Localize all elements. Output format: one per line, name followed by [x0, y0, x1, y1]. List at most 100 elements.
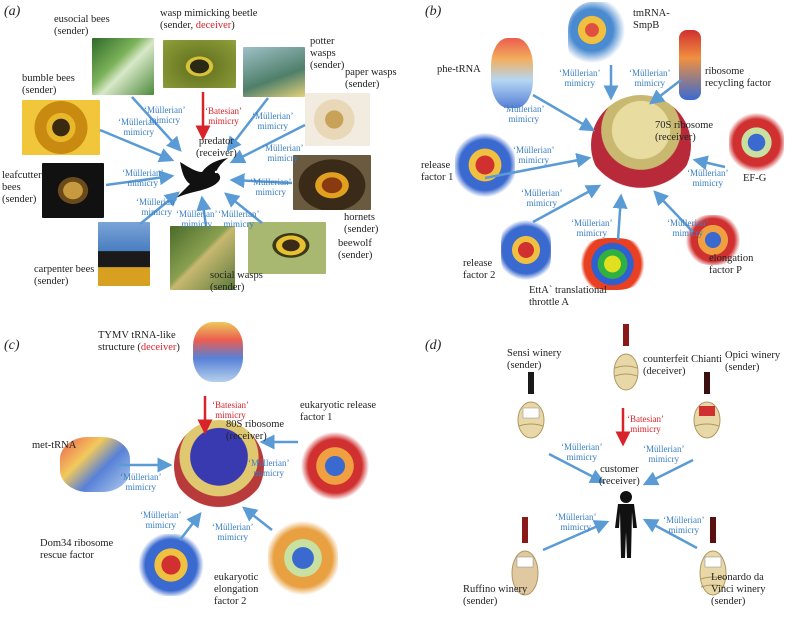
tymv-deceiver: deceiver — [140, 342, 177, 353]
mullerian-label-a9: ‘Müllerian’ mimicry — [218, 209, 260, 229]
panel-a: (a) eusocial bees (sender) — [0, 0, 397, 300]
mullerian-label-c2: ‘Müllerian’ mimicry — [248, 458, 290, 478]
mullerian-label-b3: ‘Müllerian’ mimicry — [503, 104, 545, 124]
efp-label: elongation factor P — [709, 253, 754, 276]
met-trna-label: met-tRNA — [32, 440, 77, 451]
efg-label: EF-G — [743, 173, 767, 184]
carpenter-bees-photo — [98, 222, 150, 286]
sensi-label: Sensi winery (sender) — [507, 348, 562, 371]
beewolf-label: beewolf (sender) — [338, 238, 373, 261]
mullerian-label-b4: ‘Müllerian’ mimicry — [513, 145, 555, 165]
ruffino-bottle — [511, 517, 539, 596]
opici-label: Opici winery (sender) — [725, 350, 781, 373]
opici-bottle — [693, 372, 721, 439]
sensi-bottle — [517, 372, 545, 439]
mullerian-label-b8: ‘Müllerian’ mimicry — [667, 218, 709, 238]
panel-c-label: (c) — [4, 338, 20, 353]
potter-wasps-photo — [243, 47, 305, 97]
rrf-label: ribosome recycling factor — [705, 66, 772, 89]
mullerian-label-a3: ‘Müllerian’ mimicry — [262, 143, 304, 163]
paper-wasps-photo — [305, 93, 370, 146]
dom34-label: Dom34 ribosome rescue factor — [40, 538, 114, 561]
mullerian-label-a5: ‘Müllerian’ mimicry — [122, 168, 164, 188]
hornets-photo — [293, 155, 371, 210]
predator-receiver-label: predator (receiver) — [196, 136, 237, 159]
mullerian-label-b6: ‘Müllerian’ mimicry — [521, 188, 563, 208]
panel-a-label: (a) — [4, 4, 21, 19]
bird-predator-icon — [176, 158, 228, 198]
panel-d-label: (d) — [425, 338, 442, 353]
mullerian-label-a6: ‘Müllerian’ mimicry — [250, 177, 292, 197]
paper-wasps-label: paper wasps (sender) — [345, 67, 397, 90]
leonardo-label: Leonardo da Vinci winery (sender) — [711, 572, 766, 607]
eusocial-bees-label: eusocial bees (sender) — [54, 14, 110, 37]
tmrna-structure — [568, 2, 628, 72]
erf1-structure — [300, 432, 370, 500]
ribosome-70s-structure — [591, 95, 691, 195]
counterfeit-chianti-label: counterfeit Chianti (deceiver) — [643, 354, 723, 377]
arrow-efg — [692, 155, 726, 171]
leonardo-bottle — [699, 517, 727, 596]
dom34-structure — [136, 534, 206, 596]
hornets-label: hornets (sender) — [344, 212, 379, 235]
mullerian-label-d3: ‘Müllerian’ mimicry — [555, 512, 597, 532]
bumble-bees-label: bumble bees (sender) — [22, 73, 75, 96]
wasp-beetle-label: wasp mimicking beetle (sender, deceiver) — [160, 8, 257, 32]
beewolf-photo — [248, 222, 326, 274]
wasp-beetle-close: ) — [231, 20, 235, 31]
mullerian-label-c1: ‘Müllerian’ mimicry — [120, 472, 162, 492]
panel-d: (d) — [393, 322, 787, 623]
mullerian-label-c4: ‘Müllerian’ mimicry — [212, 522, 254, 542]
rf1-label: release factor 1 — [421, 160, 454, 183]
mullerian-label-a1: ‘Müllerian’ mimicry — [144, 105, 186, 125]
panel-b: (b) tmRNA- SmpB phe-tRNA ribosome recycl… — [393, 0, 787, 308]
mullerian-label-b1: ‘Müllerian’ mimicry — [559, 68, 601, 88]
mullerian-label-a2: ‘Müllerian’ mimicry — [252, 111, 294, 131]
wasp-mimicking-beetle-photo — [163, 40, 236, 88]
tymv-label: TYMV tRNA-like structure (deceiver) — [98, 330, 180, 354]
mullerian-label-d2: ‘Müllerian’ mimicry — [643, 444, 685, 464]
batesian-mimicry-label-a: ‘Batesian’ mimicry — [205, 106, 242, 126]
tymv-structure — [193, 322, 243, 382]
mullerian-label-b2: ‘Müllerian’ mimicry — [629, 68, 671, 88]
rf2-label: release factor 2 — [463, 258, 496, 281]
phe-trna-structure — [491, 38, 533, 108]
carpenter-bees-label: carpenter bees (sender) — [34, 264, 95, 287]
phe-trna-label: phe-tRNA — [437, 64, 481, 75]
customer-receiver-label: customer (receiver) — [599, 464, 640, 487]
mullerian-label-a8: ‘Müllerian’ mimicry — [176, 209, 218, 229]
potter-wasps-label: potter wasps (sender) — [310, 36, 345, 71]
mullerian-label-d4: ‘Müllerian’ mimicry — [663, 515, 705, 535]
etta-label: EttA` translational throttle A — [529, 285, 607, 308]
rf2-structure — [501, 215, 551, 285]
batesian-mimicry-label-c: ‘Batesian’ mimicry — [212, 400, 249, 420]
mullerian-label-c3: ‘Müllerian’ mimicry — [140, 510, 182, 530]
leafcutter-bees-label: leafcutter bees (sender) — [2, 170, 42, 205]
tymv-close: ) — [176, 342, 180, 353]
mullerian-label-a7: ‘Müllerian’ mimicry — [136, 197, 178, 217]
ribosome-80s-structure — [174, 420, 264, 512]
rf1-structure — [455, 130, 515, 200]
mullerian-label-b7: ‘Müllerian’ mimicry — [571, 218, 613, 238]
rrf-structure — [679, 30, 701, 100]
mullerian-label-d1: ‘Müllerian’ mimicry — [561, 442, 603, 462]
tymv-label-text: TYMV tRNA-like structure ( — [98, 330, 176, 353]
bumble-bees-photo — [22, 100, 100, 155]
wasp-beetle-label-text: wasp mimicking beetle (sender, — [160, 8, 258, 31]
mullerian-label-b5: ‘Müllerian’ mimicry — [687, 168, 729, 188]
ribosome-70s-label: 70S ribosome (receiver) — [655, 120, 714, 143]
ribosome-80s-label: 80S ribosome (receiver) — [226, 419, 285, 442]
batesian-mimicry-label-d: ‘Batesian’ mimicry — [627, 414, 664, 434]
eusocial-bees-photo — [92, 38, 154, 95]
arrow-etta — [612, 193, 628, 241]
efg-structure — [729, 110, 784, 175]
eef2-structure — [268, 518, 338, 598]
wasp-beetle-deceiver: deceiver — [195, 20, 232, 31]
ruffino-label: Ruffino winery (sender) — [463, 584, 528, 607]
social-wasps-photo — [170, 226, 235, 290]
tmrna-label: tmRNA- SmpB — [633, 8, 670, 31]
eef2-label: eukaryotic elongation factor 2 — [214, 572, 259, 607]
erf1-label: eukaryotic release factor 1 — [300, 400, 377, 423]
etta-structure — [575, 238, 650, 290]
leafcutter-bees-photo — [42, 163, 104, 218]
